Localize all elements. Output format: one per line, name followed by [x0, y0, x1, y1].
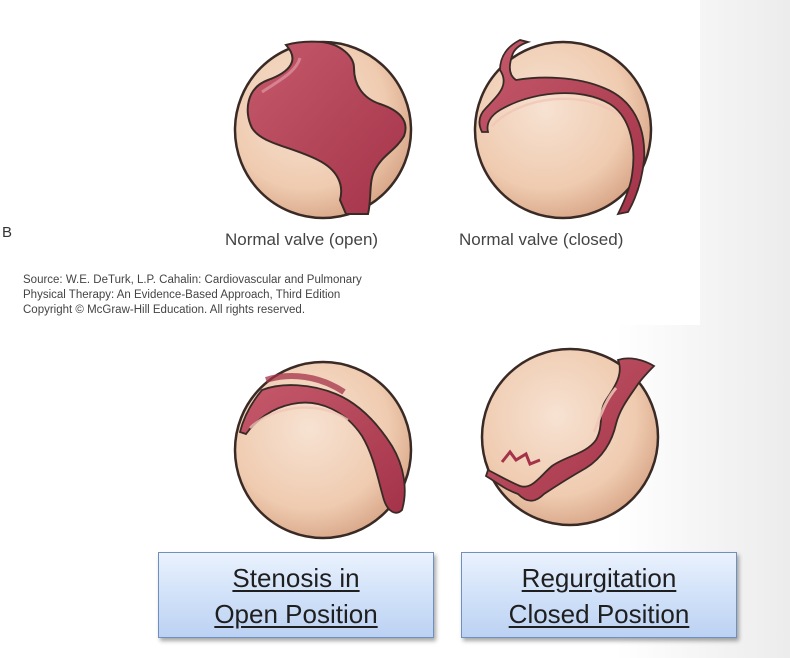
valve-orifice: [246, 40, 407, 215]
leaflet-highlight: [592, 387, 618, 433]
leaflet-highlight: [249, 406, 349, 429]
stenosis-label-box: Stenosis in Open Position: [158, 552, 434, 638]
source-line: Copyright © McGraw-Hill Education. All r…: [23, 304, 306, 316]
regurgitation-label-line: Regurgitation: [521, 563, 677, 593]
source-citation: Source: W.E. DeTurk, L.P. Cahalin: Cardi…: [23, 273, 362, 318]
normal-open-valve: [233, 40, 413, 220]
stenosis-label-line: Stenosis in: [232, 563, 360, 593]
source-line: Physical Therapy: An Evidence-Based Appr…: [23, 289, 341, 301]
textbook-figure: B Normal valve (open) Normal valve (clos…: [0, 0, 700, 325]
regurgitation-valve: [480, 347, 660, 527]
leaflet-gap: [500, 449, 541, 466]
orifice-highlight: [261, 57, 302, 94]
leaflet-highlight: [491, 97, 621, 127]
top-valve-illustrations: [233, 39, 653, 220]
source-line: Source: W.E. DeTurk, L.P. Cahalin: Cardi…: [23, 274, 362, 286]
regurgitation-label-box: Regurgitation Closed Position: [461, 552, 737, 638]
bottom-valve-illustrations: [233, 347, 660, 540]
caption-normal-closed: Normal valve (closed): [459, 230, 624, 249]
leaflet-coaptation: [478, 39, 646, 216]
stenosis-valve: [233, 360, 413, 540]
caption-normal-open: Normal valve (open): [225, 230, 379, 249]
stenosis-label-line: Open Position: [214, 599, 378, 629]
regurgitation-label-line: Closed Position: [508, 599, 690, 629]
panel-letter: B: [2, 224, 13, 241]
stenotic-leaflet-rim: [265, 373, 346, 395]
normal-closed-valve: [473, 39, 653, 220]
